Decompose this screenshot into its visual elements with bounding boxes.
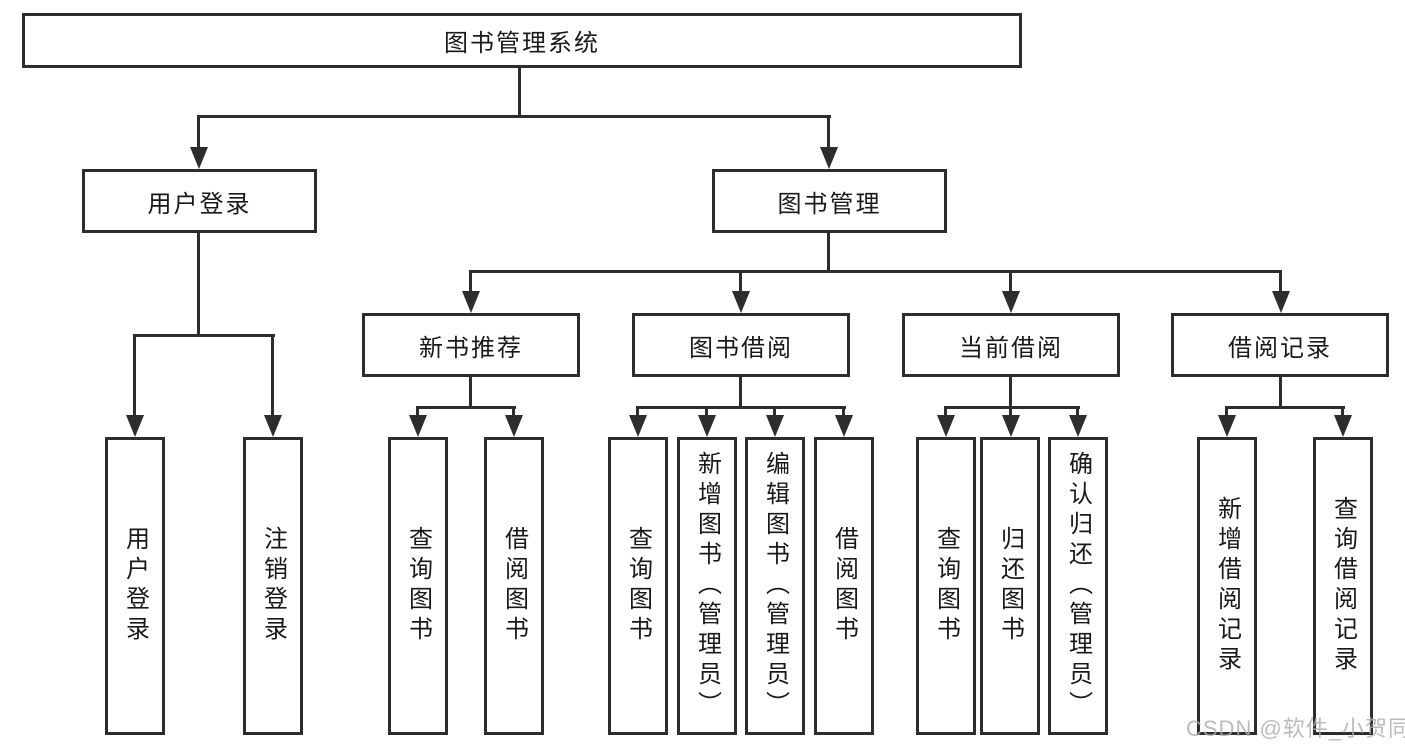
node-library-management-system: 图书管理系统: [22, 13, 1022, 68]
leaf-query-borrow-record: 查询借阅记录: [1313, 437, 1373, 735]
connector-line: [1225, 406, 1345, 409]
connector-line: [1279, 377, 1282, 408]
node-new-book-recommend: 新书推荐: [362, 313, 580, 377]
connector-line: [416, 406, 516, 409]
arrow-down-icon: [766, 415, 784, 437]
connector-line: [1009, 377, 1012, 417]
leaf-return-book: 归还图书: [980, 437, 1040, 735]
leaf-borrow-book: 借阅图书: [814, 437, 874, 735]
node-current-borrow: 当前借阅: [902, 313, 1120, 377]
arrow-down-icon: [1272, 291, 1290, 313]
arrow-down-icon: [937, 415, 955, 437]
csdn-watermark: CSDN @软件_小贺同学: [1186, 716, 1405, 741]
connector-line: [705, 406, 708, 417]
leaf-logout: 注销登录: [243, 437, 303, 735]
connector-line: [944, 406, 947, 417]
leaf-recommend-query-book: 查询图书: [388, 437, 448, 735]
connector-line: [271, 334, 274, 417]
leaf-edit-book-admin: 编辑图书（管理员）: [745, 437, 805, 735]
arrow-down-icon: [732, 291, 750, 313]
connector-line: [518, 68, 521, 117]
connector-line: [1076, 406, 1079, 417]
connector-line: [469, 270, 1282, 273]
connector-line: [1341, 406, 1344, 417]
arrow-down-icon: [462, 291, 480, 313]
connector-line: [469, 270, 472, 293]
leaf-add-book-admin: 新增图书（管理员）: [677, 437, 737, 735]
connector-line: [827, 115, 830, 149]
connector-line: [944, 406, 1080, 409]
leaf-user-login: 用户登录: [105, 437, 165, 735]
connector-line: [416, 406, 419, 417]
arrow-down-icon: [409, 415, 427, 437]
connector-line: [469, 377, 472, 408]
connector-line: [827, 233, 830, 272]
connector-line: [773, 406, 776, 417]
connector-line: [1225, 406, 1228, 417]
connector-line: [197, 115, 200, 149]
node-book-borrow: 图书借阅: [632, 313, 850, 377]
arrow-down-icon: [264, 415, 282, 437]
leaf-borrow-query-book: 查询图书: [608, 437, 668, 735]
leaf-confirm-return-admin: 确认归还（管理员）: [1048, 437, 1108, 735]
connector-line: [739, 377, 742, 408]
arrow-down-icon: [190, 147, 208, 169]
arrow-down-icon: [820, 147, 838, 169]
leaf-add-borrow-record: 新增借阅记录: [1197, 437, 1257, 735]
arrow-down-icon: [505, 415, 523, 437]
connector-line: [636, 406, 846, 409]
leaf-current-query-book: 查询图书: [916, 437, 976, 735]
connector-line: [1279, 270, 1282, 293]
connector-line: [197, 233, 200, 336]
connector-line: [197, 115, 831, 118]
connector-line: [133, 334, 136, 417]
leaf-recommend-borrow-book: 借阅图书: [484, 437, 544, 735]
arrow-down-icon: [835, 415, 853, 437]
node-book-management: 图书管理: [712, 169, 947, 233]
connector-line: [512, 406, 515, 417]
connector-line: [133, 334, 275, 337]
arrow-down-icon: [1334, 415, 1352, 437]
arrow-down-icon: [1069, 415, 1087, 437]
connector-line: [739, 270, 742, 293]
arrow-down-icon: [629, 415, 647, 437]
connector-line: [842, 406, 845, 417]
arrow-down-icon: [126, 415, 144, 437]
node-user-login: 用户登录: [82, 169, 317, 233]
arrow-down-icon: [698, 415, 716, 437]
node-borrow-records: 借阅记录: [1171, 313, 1389, 377]
arrow-down-icon: [1002, 291, 1020, 313]
arrow-down-icon: [1002, 415, 1020, 437]
connector-line: [1009, 270, 1012, 293]
connector-line: [636, 406, 639, 417]
arrow-down-icon: [1218, 415, 1236, 437]
